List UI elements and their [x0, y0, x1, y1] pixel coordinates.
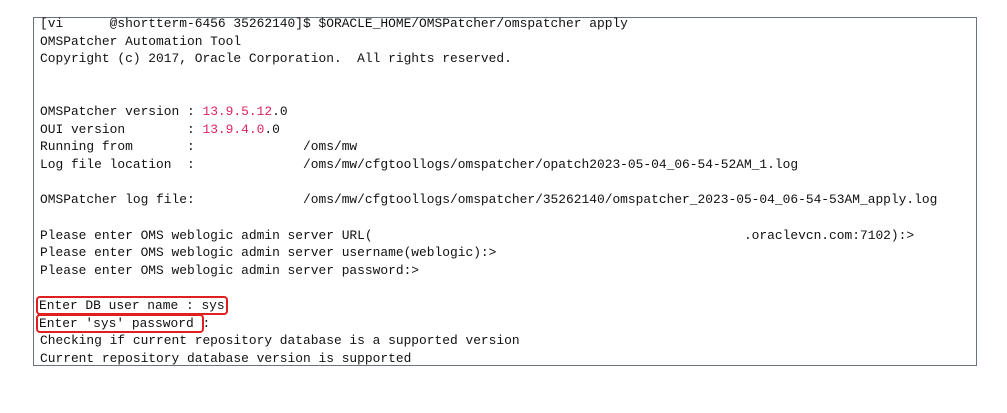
running-from: Running from : /oms/mw	[40, 139, 358, 155]
log-file-location: Log file location : /oms/mw/cfgtoollogs/…	[40, 157, 799, 172]
blank-line	[40, 209, 937, 227]
blank-line	[40, 86, 937, 104]
copyright: Copyright (c) 2017, Oracle Corporation. …	[40, 51, 512, 67]
omspatcher-version-value: 13.9.5.12	[202, 104, 273, 120]
oui-version-suffix: .0	[264, 121, 280, 137]
db-user-line: Enter DB user name : sys	[36, 296, 937, 315]
prompt-password: Please enter OMS weblogic admin server p…	[40, 262, 420, 278]
blank-line	[40, 174, 937, 192]
blank-line	[40, 279, 937, 297]
oui-version-label: OUI version :	[40, 121, 203, 137]
omspatcher-version: OMSPatcher version : 13.9.5.12.0	[40, 103, 937, 121]
sys-password-line: Enter 'sys' password :	[35, 313, 937, 333]
prompt-url: Please enter OMS weblogic admin server U…	[40, 227, 915, 243]
omspatcher-log-file: OMSPatcher log file: /oms/mw/cfgtoollogs…	[40, 192, 938, 208]
oui-version-value: 13.9.4.0	[202, 121, 265, 137]
command-line: [vi @shortterm-6456 35262140]$ $ORACLE_H…	[40, 16, 628, 31]
sys-password-colon: :	[202, 315, 211, 331]
omspatcher-version-suffix: .0	[272, 104, 288, 120]
terminal-output: [vi @shortterm-6456 35262140]$ $ORACLE_H…	[35, 15, 938, 368]
blank-line	[40, 68, 937, 86]
terminal-window	[33, 17, 977, 366]
sys-password-highlight: Enter 'sys' password	[35, 313, 205, 333]
tool-name: OMSPatcher Automation Tool	[40, 33, 242, 49]
prompt-username: Please enter OMS weblogic admin server u…	[40, 245, 497, 261]
supported-line: Current repository database version is s…	[40, 350, 412, 366]
checking-line: Checking if current repository database …	[40, 333, 520, 349]
db-user-highlight: Enter DB user name : sys	[36, 296, 228, 315]
oui-version: OUI version : 13.9.4.0.0	[40, 121, 937, 139]
omspatcher-version-label: OMSPatcher version :	[40, 104, 203, 120]
